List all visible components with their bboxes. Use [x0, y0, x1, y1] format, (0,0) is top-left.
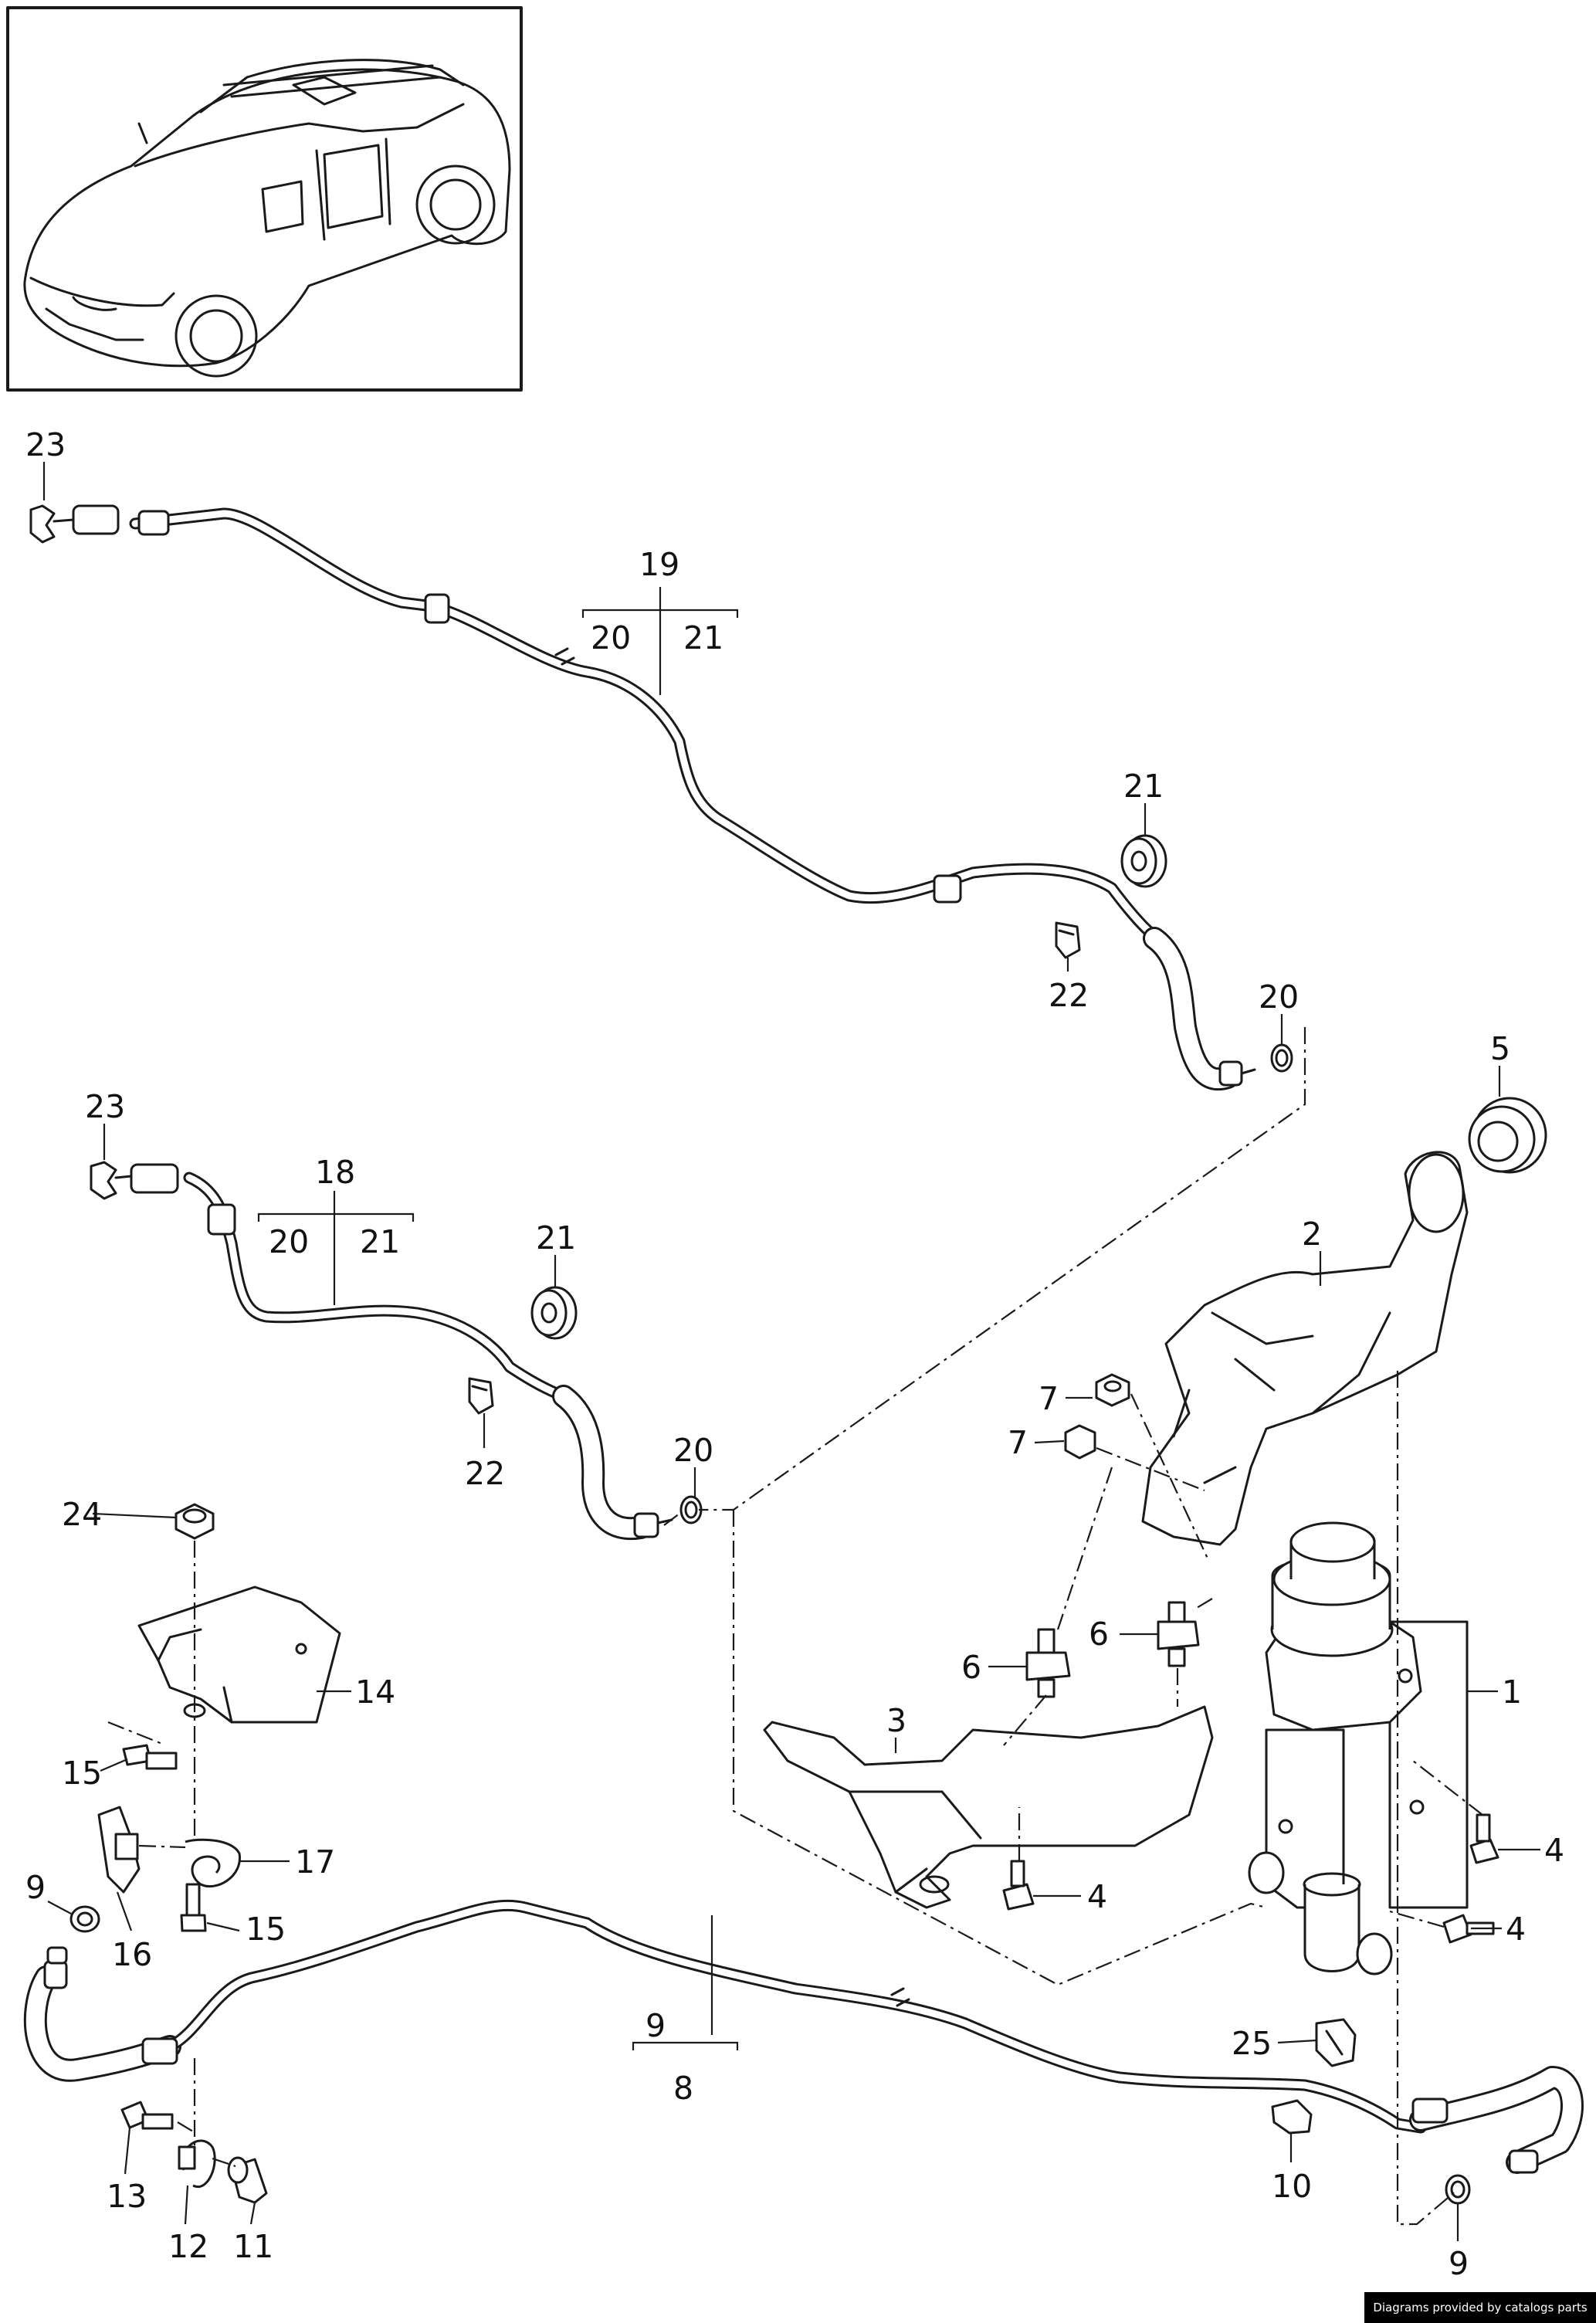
assembly-line-15a	[107, 1721, 163, 1745]
callout-13: 13	[107, 2178, 147, 2215]
callout-14: 14	[355, 1674, 395, 1711]
callout-5: 5	[1490, 1030, 1510, 1067]
brake-line-18	[90, 1161, 673, 1541]
seal-20-upper	[1270, 1043, 1293, 1073]
heat-shield-14	[137, 1585, 341, 1724]
cap-5	[1468, 1097, 1547, 1174]
clip-22-upper	[1055, 921, 1081, 959]
clamp-17	[185, 1838, 241, 1888]
nut-24	[175, 1503, 215, 1540]
callout-9: 9	[646, 2007, 666, 2044]
mount-6a	[1025, 1628, 1071, 1698]
bolt-13	[120, 2101, 174, 2130]
callout-2: 2	[1302, 1216, 1322, 1253]
callout-7: 7	[1008, 1424, 1028, 1461]
assembly-line-20b	[663, 1513, 680, 1526]
callout-1: 1	[1502, 1674, 1522, 1711]
seal-20-middle	[679, 1495, 703, 1524]
callout-9: 9	[1449, 2245, 1469, 2282]
callout-16: 16	[112, 1936, 152, 1973]
assembly-line-unit-right	[1396, 1371, 1459, 2226]
leaders	[42, 462, 1540, 2241]
assembly-line-4b	[1412, 1760, 1483, 1816]
callout-15: 15	[62, 1755, 102, 1792]
bolt-15a	[122, 1744, 178, 1770]
callout-8: 8	[673, 2070, 693, 2107]
seal-9-right	[1445, 2174, 1471, 2205]
clip-22-middle	[468, 1377, 494, 1415]
callout-20: 20	[673, 1432, 713, 1469]
brake-line-8	[23, 1899, 1584, 2174]
bolt-4a	[1002, 1860, 1035, 1911]
callout-9: 9	[25, 1869, 46, 1906]
grommet-21-upper	[1120, 834, 1167, 888]
assembly-line-6a	[1003, 1467, 1113, 1746]
assembly-line-12	[177, 2058, 196, 2147]
callout-17: 17	[295, 1843, 335, 1880]
callout-11: 11	[233, 2228, 273, 2265]
callout-21: 21	[1123, 768, 1164, 805]
callout-15: 15	[246, 1911, 286, 1948]
callout-23: 23	[85, 1088, 125, 1125]
grommet-21-middle	[530, 1286, 578, 1340]
callout-4: 4	[1087, 1878, 1107, 1915]
brake-line-19	[29, 504, 1256, 1091]
callout-19-20: 20	[591, 619, 631, 656]
nut-7b	[1064, 1424, 1096, 1460]
callout-4: 4	[1506, 1911, 1526, 1948]
bolt-4b	[1469, 1813, 1499, 1864]
clamp-12	[178, 2139, 216, 2189]
vehicle-thumbnail	[6, 6, 523, 392]
callout-18-21: 21	[360, 1223, 400, 1260]
callout-6: 6	[961, 1649, 981, 1686]
callout-21: 21	[536, 1219, 576, 1256]
callout-3: 3	[886, 1702, 906, 1739]
callout-18: 18	[315, 1154, 355, 1191]
assembly-line-11	[212, 2157, 236, 2168]
assembly-line-17	[138, 1844, 186, 1849]
assembly-line-4c	[1389, 1910, 1445, 1928]
callout-labels: 23 19 20 21 21 22 20 23 18 20 21 21 22 2…	[25, 426, 1564, 2282]
nut-7a	[1095, 1373, 1130, 1407]
bracket-2	[1141, 1151, 1469, 1546]
assembly-line-frame	[732, 1510, 1267, 1986]
bracket-3	[763, 1705, 1214, 1909]
assembly-line-6b	[1176, 1598, 1213, 1707]
callout-18-20: 20	[269, 1223, 309, 1260]
assembly-line-nut7	[1096, 1393, 1209, 1561]
credit-badge: Diagrams provided by catalogs parts	[1364, 2292, 1596, 2323]
callout-23: 23	[25, 426, 66, 463]
callout-20: 20	[1259, 978, 1299, 1016]
callout-19-21: 21	[683, 619, 723, 656]
assembly-line-upper	[699, 1027, 1306, 1511]
callout-6: 6	[1089, 1616, 1109, 1653]
callout-12: 12	[168, 2228, 208, 2265]
connector-16	[97, 1806, 141, 1894]
clip-10	[1271, 2099, 1313, 2135]
callout-22: 22	[1049, 977, 1089, 1014]
callout-25: 25	[1232, 2025, 1272, 2062]
mount-6b	[1157, 1601, 1200, 1667]
grommet-11	[227, 2156, 268, 2204]
callout-7: 7	[1039, 1380, 1059, 1417]
callout-24: 24	[62, 1496, 102, 1533]
damper-25	[1315, 2018, 1357, 2067]
callout-10: 10	[1272, 2168, 1312, 2205]
bolt-15b	[180, 1883, 207, 1932]
seal-9-left	[69, 1905, 100, 1933]
hydraulic-unit-1	[1248, 1521, 1469, 1975]
callout-4: 4	[1544, 1832, 1564, 1869]
callout-19: 19	[639, 546, 679, 583]
callout-22: 22	[465, 1455, 505, 1492]
